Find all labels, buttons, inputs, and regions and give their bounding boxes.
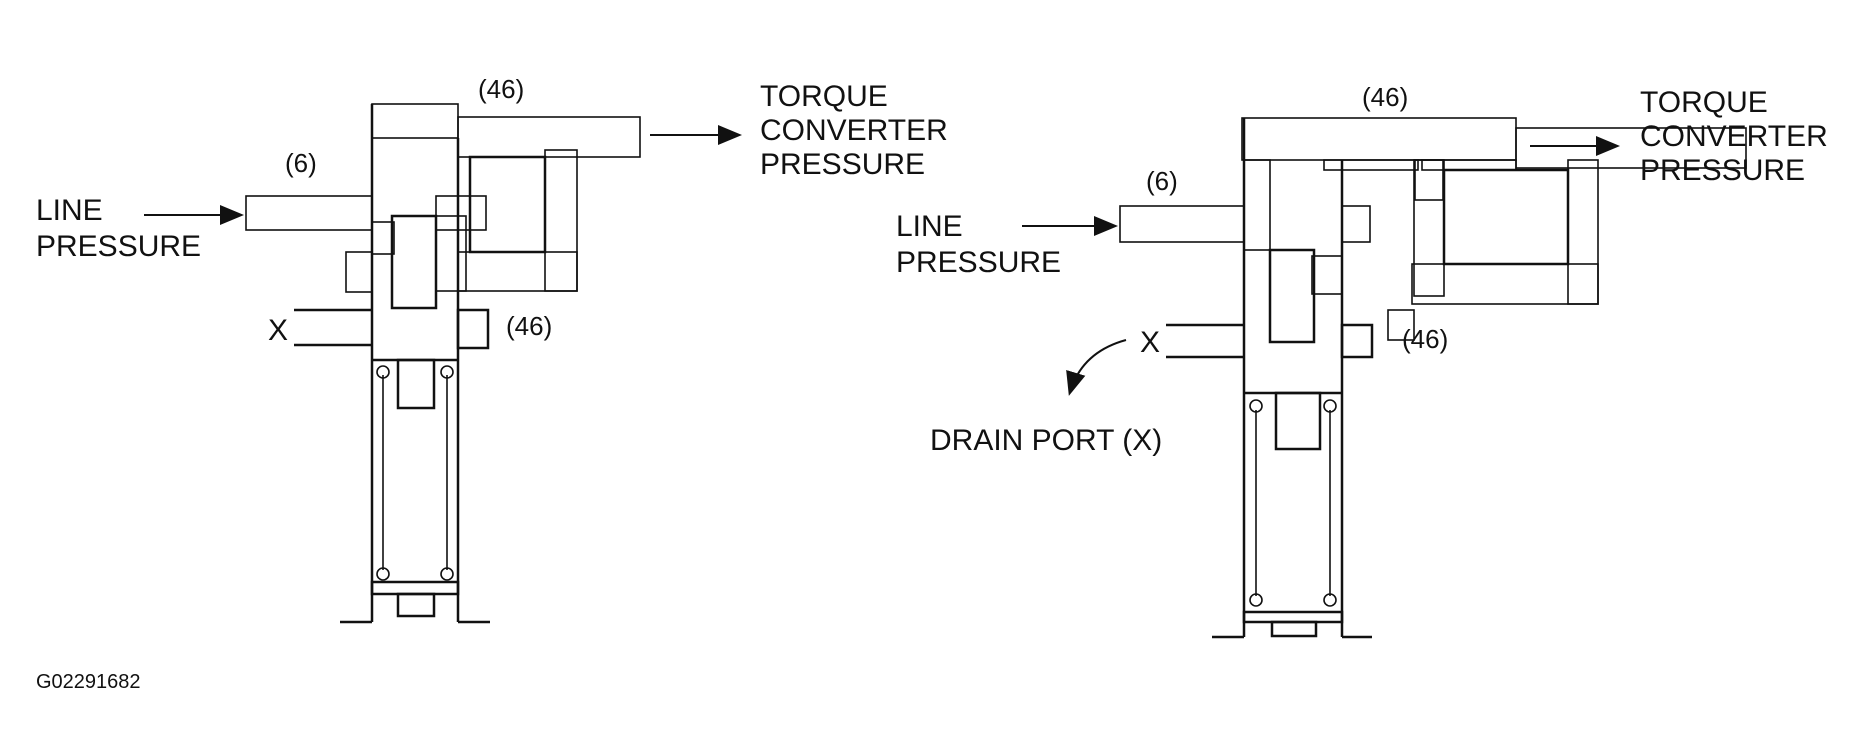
left-line-label-1: LINE	[36, 194, 103, 227]
left-valve-bore	[294, 104, 490, 624]
right-ref-line: (6)	[1146, 166, 1178, 196]
right-tcc-label-1: TORQUE	[1640, 86, 1768, 119]
right-spring	[1249, 399, 1337, 607]
left-line-pressure-channel	[245, 195, 373, 231]
left-valve-view: (46) (6) (46) X LINE PRESSURE TORQUE CON…	[36, 74, 948, 624]
right-drain-label: DRAIN PORT (X)	[930, 424, 1162, 457]
left-line-label-2: PRESSURE	[36, 230, 201, 263]
right-tcc-label-3: PRESSURE	[1640, 154, 1805, 187]
left-drain-mark: X	[268, 314, 288, 347]
right-valve-view: (46) (6) (46) X DRAIN PORT (X) LINE PRES…	[896, 82, 1828, 639]
right-ref-side: (46)	[1402, 324, 1448, 354]
left-spring	[376, 365, 454, 581]
left-spool	[370, 214, 460, 618]
right-spool	[1242, 248, 1344, 638]
left-ref-top: (46)	[478, 74, 524, 104]
right-drain-arrow	[1066, 339, 1127, 396]
right-ref-top: (46)	[1362, 82, 1408, 112]
right-valve-bore	[1166, 118, 1374, 639]
left-tcc-channel	[345, 103, 641, 293]
figure-id: G02291682	[36, 671, 141, 693]
left-tcc-label-2: CONVERTER	[760, 114, 948, 147]
right-line-pressure-channel	[1119, 205, 1245, 243]
left-tcc-label-1: TORQUE	[760, 80, 888, 113]
right-drain-mark: X	[1140, 326, 1160, 359]
left-ref-line: (6)	[285, 148, 317, 178]
left-tcc-label-3: PRESSURE	[760, 148, 925, 181]
right-tcc-label-2: CONVERTER	[1640, 120, 1828, 153]
right-line-label-1: LINE	[896, 210, 963, 243]
right-line-label-2: PRESSURE	[896, 246, 1061, 279]
left-ref-side: (46)	[506, 311, 552, 341]
right-tcc-channel	[1241, 117, 1747, 341]
